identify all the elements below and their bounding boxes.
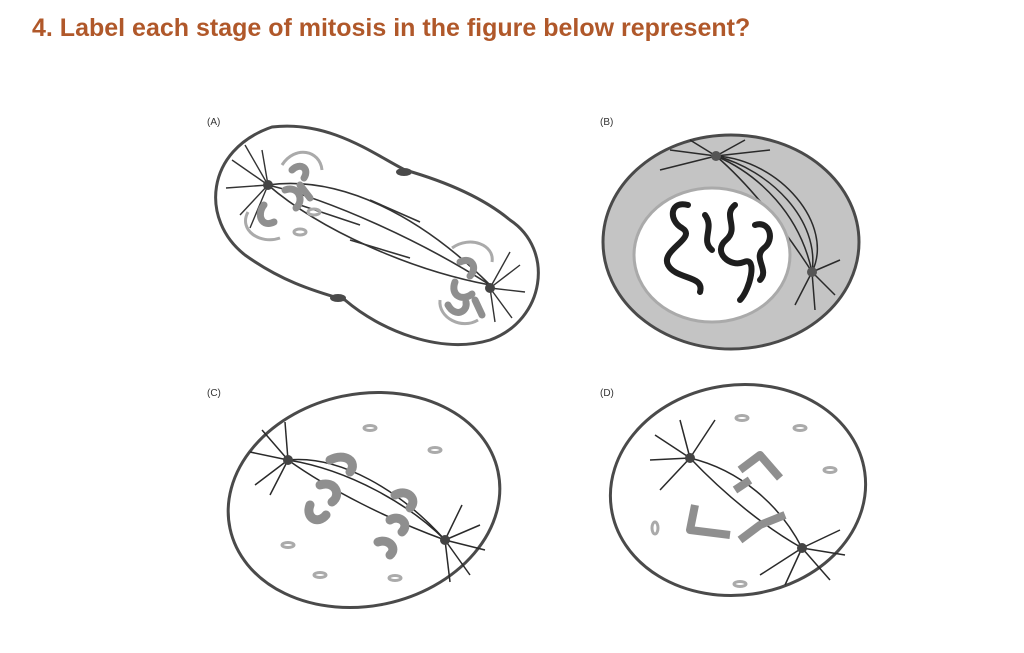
- panel-a-diagram: [214, 124, 540, 346]
- panel-d-diagram: [608, 383, 868, 597]
- panel-label-c: (C): [207, 388, 221, 399]
- panel-d-centrosome-left: [685, 453, 695, 463]
- panel-a-aster-right: [489, 251, 526, 323]
- panel-d-spindle: [649, 419, 846, 586]
- panel-a-aster-left: [225, 144, 269, 229]
- panel-c-vesicles: [280, 424, 443, 582]
- panel-c-cell-outline: [226, 390, 502, 610]
- panel-c-diagram: [226, 390, 502, 610]
- panel-b-diagram: [601, 133, 861, 351]
- panel-b-centrosome-right: [807, 267, 817, 277]
- panel-a-furrow-bottom: [330, 294, 346, 302]
- panel-label-a: (A): [207, 117, 221, 128]
- panel-a-chromosomes-left: [256, 162, 314, 227]
- panel-a-chromosomes-right: [444, 257, 486, 319]
- panel-d-chromosomes: [686, 451, 787, 544]
- panel-d-vesicles: [650, 414, 838, 588]
- panel-label-d: (D): [600, 388, 614, 399]
- panel-b-centrosome-top: [711, 151, 721, 161]
- panel-b-nucleus: [632, 186, 792, 324]
- panel-b-chromatin: [663, 201, 773, 303]
- panel-c-centrosome-left: [283, 455, 293, 465]
- panel-a-furrow-top: [396, 168, 412, 176]
- panel-a-envelope-fragments: [244, 150, 494, 326]
- question-title: 4. Label each stage of mitosis in the fi…: [32, 14, 751, 42]
- panel-c-centrosome-right: [440, 535, 450, 545]
- panel-c-spindle: [249, 421, 486, 583]
- panel-c-chromosomes: [304, 452, 418, 560]
- panel-a-centrosome-right: [485, 283, 495, 293]
- panel-d-centrosome-right: [797, 543, 807, 553]
- panel-a-centrosome-left: [263, 180, 273, 190]
- panel-label-b: (B): [600, 117, 614, 128]
